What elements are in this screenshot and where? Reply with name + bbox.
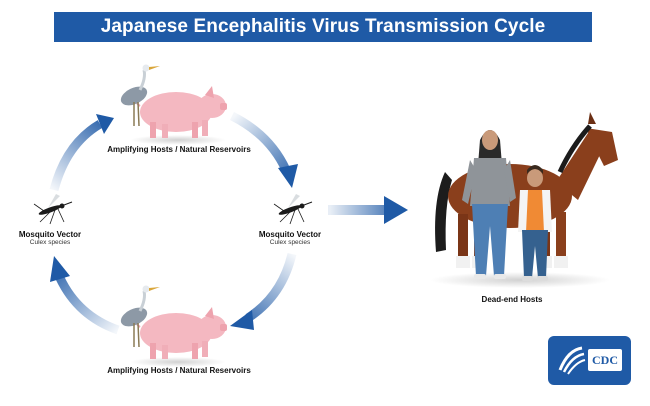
hhs-seal-icon [558,346,586,375]
arrow-bottom-right [230,252,297,330]
woman-icon [462,130,516,279]
arrow-to-dead-end [328,196,408,224]
pig-icon [135,307,227,359]
top-amplifying-hosts [120,64,227,145]
heron-icon [120,64,160,127]
right-vector-label-text: Mosquito Vector [258,230,322,239]
page-title: Japanese Encephalitis Virus Transmission… [100,16,546,37]
bottom-amplifying-hosts [120,285,227,367]
dead-end-hosts [430,112,618,288]
pig-icon [135,86,227,138]
mosquito-icon [33,194,73,225]
dead-end-hosts-label: Dead-end Hosts [462,295,562,304]
bottom-hosts-label: Amplifying Hosts / Natural Reservoirs [104,366,254,375]
cdc-wordmark-box: CDC [588,349,622,371]
top-hosts-label-text: Amplifying Hosts / Natural Reservoirs [107,145,251,154]
boy-icon [518,165,552,281]
arrow-top-left [49,114,114,192]
cdc-wordmark: CDC [592,352,618,367]
top-hosts-label: Amplifying Hosts / Natural Reservoirs [104,145,254,154]
right-vector-sublabel: Culex species [269,239,311,247]
heron-icon [120,285,160,348]
dead-end-hosts-label-text: Dead-end Hosts [481,295,543,304]
left-vector-label-text: Mosquito Vector [18,230,82,239]
title-bar: Japanese Encephalitis Virus Transmission… [54,12,592,42]
left-vector-label: Mosquito Vector Culex species [12,230,88,247]
arrow-top-right [229,111,298,188]
bottom-hosts-label-text: Amplifying Hosts / Natural Reservoirs [107,366,251,375]
left-vector-sublabel: Culex species [29,239,71,247]
right-vector-label: Mosquito Vector Culex species [252,230,328,247]
cdc-logo: CDC [548,336,631,385]
arrow-bottom-left [50,256,120,335]
mosquito-icon [273,194,313,225]
